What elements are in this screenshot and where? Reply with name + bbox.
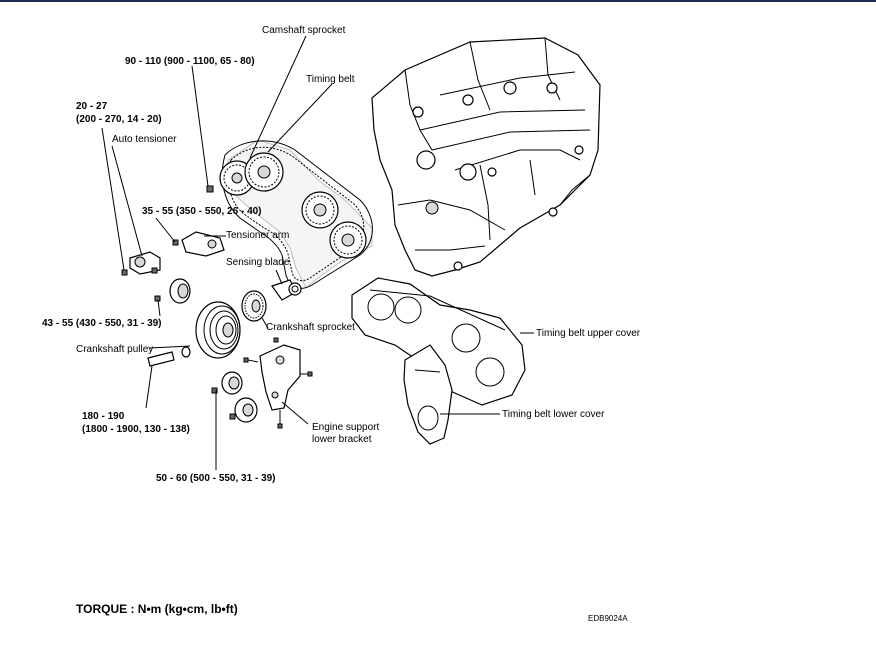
sensing-blade (271, 279, 302, 301)
label-crankshaft-sprocket: Crankshaft sprocket (266, 322, 355, 333)
torque-units-legend: TORQUE : N•m (kg•cm, lb•ft) (76, 602, 238, 616)
label-tensioner-arm-torque: 35 - 55 (350 - 550, 26 - 40) (142, 206, 262, 217)
idler-pulleys-lower (211, 371, 258, 423)
top-rule (0, 0, 876, 2)
label-auto-tensioner-torque-2: (200 - 270, 14 - 20) (76, 114, 162, 125)
label-crankshaft-pulley: Crankshaft pulley (76, 344, 154, 355)
label-engine-support-1: Engine support (312, 422, 380, 433)
auto-tensioner (121, 251, 161, 276)
label-lower-cover: Timing belt lower cover (502, 409, 605, 420)
label-bracket-torque: 50 - 60 (500 - 550, 31 - 39) (156, 473, 276, 484)
idler-pulley (154, 278, 191, 304)
label-idler-torque: 43 - 55 (430 - 550, 31 - 39) (42, 318, 162, 329)
label-auto-tensioner-torque-1: 20 - 27 (76, 101, 108, 112)
camshaft-sprockets (219, 152, 367, 259)
leader-lines (101, 35, 534, 470)
label-timing-belt: Timing belt (306, 74, 355, 85)
label-tensioner-arm: Tensioner arm (226, 230, 290, 241)
figure-code: EDB9024A (588, 614, 628, 623)
label-engine-support-2: lower bracket (312, 434, 372, 445)
engine-support-bracket (243, 337, 313, 429)
engine-block (371, 37, 601, 277)
label-cam-torque: 90 - 110 (900 - 1100, 65 - 80) (125, 56, 255, 67)
label-upper-cover: Timing belt upper cover (536, 328, 641, 339)
label-pulley-bolt-torque-2: (1800 - 1900, 130 - 138) (82, 424, 190, 435)
label-sensing-blade: Sensing blade (226, 257, 290, 268)
timing-belt-lower-cover (403, 344, 453, 445)
crankshaft-sprocket-part (241, 290, 267, 322)
label-pulley-bolt-torque-1: 180 - 190 (82, 411, 125, 422)
label-auto-tensioner: Auto tensioner (112, 134, 177, 145)
cam-bolt (206, 185, 214, 193)
label-camshaft-sprocket: Camshaft sprocket (262, 25, 346, 36)
crankshaft-pulley-part (147, 301, 241, 367)
tensioner-arm (172, 231, 225, 257)
timing-belt-upper-cover (351, 277, 526, 406)
